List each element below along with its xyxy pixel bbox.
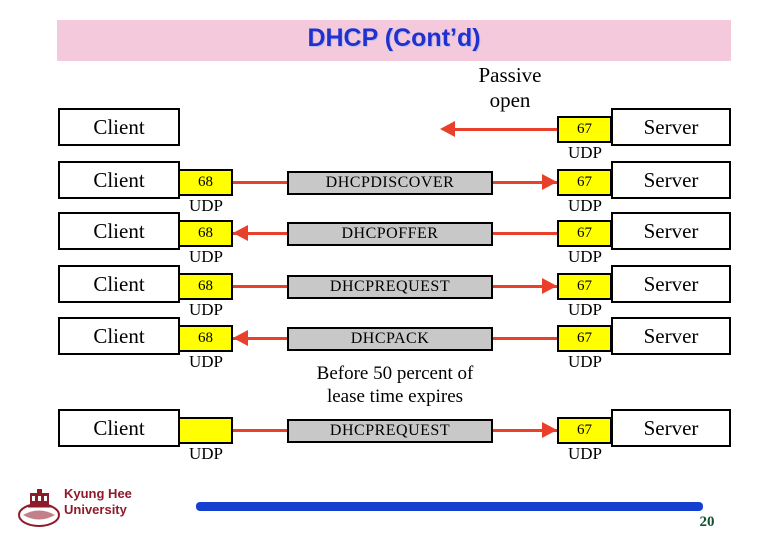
client-port-box: 68 — [178, 220, 233, 247]
client-box: Client — [58, 317, 180, 355]
diagram-row-dhcpoffer: Client 68 UDP DHCPOFFER 67 UDP Server — [0, 212, 780, 272]
passive-open-annotation: Passive open — [478, 63, 542, 112]
client-port-box — [178, 417, 233, 444]
message-box: DHCPREQUEST — [287, 419, 493, 443]
server-box: Server — [611, 265, 731, 303]
server-box: Server — [611, 108, 731, 146]
server-port-box: 67 — [557, 116, 612, 143]
logo-line-1: Kyung Hee — [64, 486, 132, 501]
diagram-row-dhcprequest: Client 68 UDP DHCPREQUEST 67 UDP Server — [0, 265, 780, 325]
message-box: DHCPREQUEST — [287, 275, 493, 299]
server-box: Server — [611, 212, 731, 250]
arrow-head-right-icon — [542, 422, 557, 438]
server-box: Server — [611, 409, 731, 447]
server-box: Server — [611, 161, 731, 199]
client-box: Client — [58, 108, 180, 146]
footer-decorative-bar — [196, 502, 703, 511]
server-port-box: 67 — [557, 220, 612, 247]
diagram-row-passive-open: Client 67 UDP Server — [0, 108, 780, 168]
client-box: Client — [58, 212, 180, 250]
arrow-line-right-segment — [493, 232, 557, 235]
arrow-line-passive-open — [452, 128, 557, 131]
message-box: DHCPDISCOVER — [287, 171, 493, 195]
arrow-line-right-segment — [493, 285, 557, 288]
client-udp-label: UDP — [188, 247, 223, 266]
arrow-head-left-icon — [440, 121, 455, 137]
page-number: 20 — [699, 514, 715, 530]
arrow-line-right-segment — [493, 181, 557, 184]
server-udp-label: UDP — [567, 247, 602, 266]
client-udp-label: UDP — [188, 196, 223, 215]
server-port-box: 67 — [557, 417, 612, 444]
server-port-box: 67 — [557, 169, 612, 196]
arrow-line-left-segment — [233, 181, 287, 184]
message-box: DHCPOFFER — [287, 222, 493, 246]
arrow-head-right-icon — [542, 278, 557, 294]
client-port-box: 68 — [178, 273, 233, 300]
logo-line-2: University — [64, 502, 127, 517]
title-band: DHCP (Cont’d) — [57, 20, 731, 61]
client-box: Client — [58, 409, 180, 447]
server-udp-label: UDP — [567, 196, 602, 215]
kyung-hee-university-crest-icon — [18, 489, 60, 527]
client-port-box: 68 — [178, 325, 233, 352]
server-box: Server — [611, 317, 731, 355]
message-box: DHCPACK — [287, 327, 493, 351]
arrow-head-left-icon — [233, 330, 248, 346]
arrow-head-left-icon — [233, 225, 248, 241]
server-udp-label: UDP — [567, 300, 602, 319]
server-udp-label: UDP — [567, 352, 602, 371]
arrow-line-left-segment — [233, 337, 287, 340]
client-udp-label: UDP — [188, 352, 223, 371]
arrow-head-right-icon — [542, 174, 557, 190]
server-port-box: 67 — [557, 273, 612, 300]
arrow-line-right-segment — [493, 429, 557, 432]
arrow-line-left-segment — [233, 232, 287, 235]
lease-renewal-annotation: Before 50 percent of lease time expires — [316, 363, 474, 407]
diagram-row-dhcpack: Client 68 UDP DHCPACK 67 UDP Server — [0, 317, 780, 377]
arrow-line-left-segment — [233, 285, 287, 288]
client-port-box: 68 — [178, 169, 233, 196]
server-udp-label: UDP — [567, 444, 602, 463]
server-udp-label: UDP — [567, 143, 602, 162]
client-udp-label: UDP — [188, 300, 223, 319]
arrow-line-right-segment — [493, 337, 557, 340]
footer-logo: Kyung Hee University — [18, 486, 168, 532]
diagram-row-dhcprequest-renew: Client UDP DHCPREQUEST 67 UDP Server — [0, 409, 780, 469]
university-name: Kyung Hee University — [64, 486, 132, 518]
client-box: Client — [58, 265, 180, 303]
client-box: Client — [58, 161, 180, 199]
client-udp-label: UDP — [188, 444, 223, 463]
page-title: DHCP (Cont’d) — [307, 24, 481, 52]
arrow-line-left-segment — [233, 429, 287, 432]
server-port-box: 67 — [557, 325, 612, 352]
diagram-row-dhcpdiscover: Client 68 UDP DHCPDISCOVER 67 UDP Server — [0, 161, 780, 221]
